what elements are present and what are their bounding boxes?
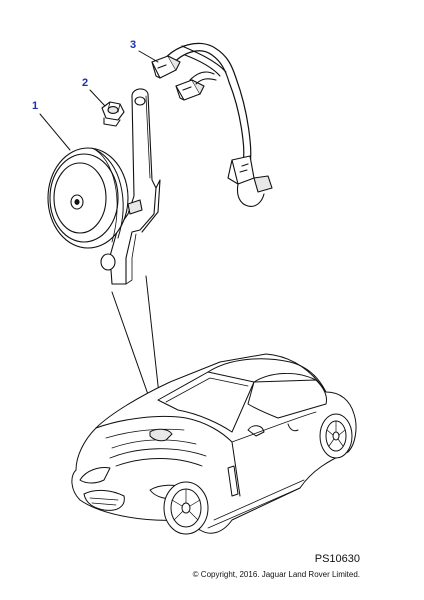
connector-a [151,55,181,79]
connector-b [175,71,217,101]
copyright-notice: © Copyright, 2016. Jaguar Land Rover Lim… [192,570,360,579]
callout-1: 1 [32,100,39,112]
nut [101,101,125,127]
callout-2: 2 [82,77,89,89]
horn [47,147,143,249]
vehicle-location-view [71,353,357,535]
connector-c [227,155,273,207]
callout-3: 3 [130,39,137,51]
wiring-harness [151,42,273,207]
callout-leaders [39,50,159,151]
horn-bracket [100,88,161,285]
reference-code: PS10630 [314,553,360,565]
